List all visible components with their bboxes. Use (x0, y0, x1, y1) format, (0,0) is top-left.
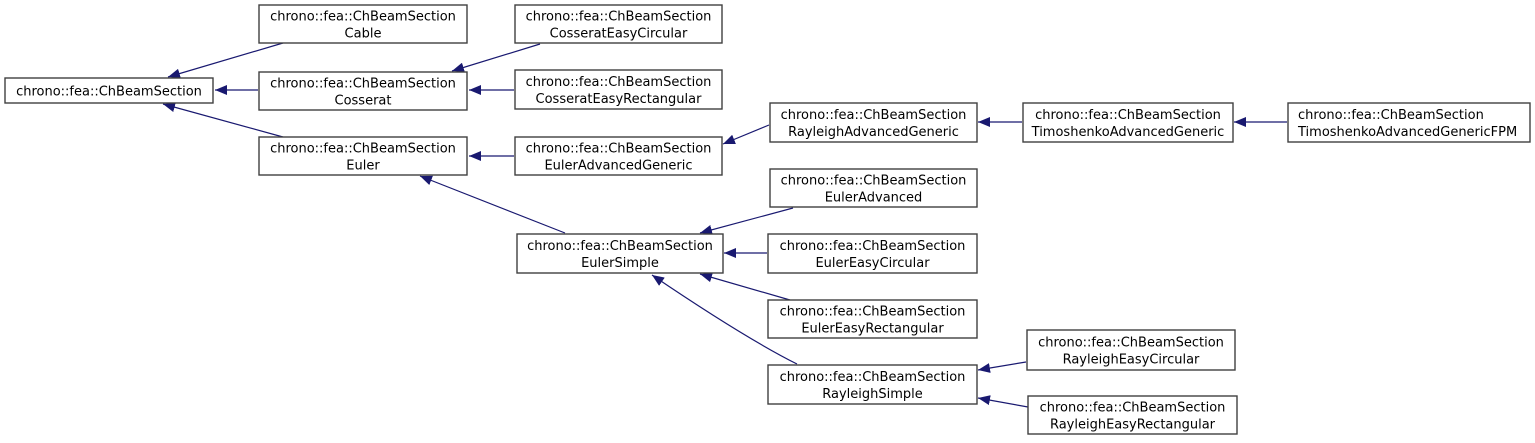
class-node-box (4, 77, 214, 104)
class-node-box (767, 233, 978, 274)
inheritance-edge-rayleigh-easy-circular-to-rayleigh-simple (977, 361, 1027, 373)
class-node-box (1287, 102, 1531, 143)
class-node-label-line: CosseratEasyRectangular (536, 92, 703, 107)
class-node-timoshenko-advanced-generic[interactable]: chrono::fea::ChBeamSectionTimoshenkoAdva… (1022, 102, 1234, 143)
inheritance-edge-euler-easy-rectangular-to-euler-simple (699, 272, 791, 301)
class-node-label-line: RayleighEasyCircular (1063, 353, 1200, 368)
class-node-box (769, 102, 978, 143)
class-node-euler-advanced-generic[interactable]: chrono::fea::ChBeamSectionEulerAdvancedG… (514, 136, 723, 176)
class-node-box (258, 4, 468, 44)
class-node-label-line: chrono::fea::ChBeamSection (270, 77, 456, 92)
class-node-timoshenko-advanced-generic-fpm[interactable]: chrono::fea::ChBeamSectionTimoshenkoAdva… (1287, 102, 1531, 143)
class-node-label-line: EulerSimple (581, 256, 659, 271)
class-node-label-line: chrono::fea::ChBeamSection (526, 10, 712, 25)
inheritance-edge-euler-to-ch-beam-section (162, 102, 284, 138)
class-node-label-line: CosseratEasyCircular (550, 27, 688, 42)
class-node-label-line: EulerEasyCircular (815, 256, 930, 271)
class-node-label-line: chrono::fea::ChBeamSection (1038, 336, 1224, 351)
inheritance-edge-rayleigh-easy-rectangular-to-rayleigh-simple (977, 395, 1029, 408)
class-node-box (514, 69, 723, 110)
class-node-label-line: EulerAdvanced (825, 191, 923, 206)
class-node-ch-beam-section[interactable]: chrono::fea::ChBeamSection (4, 77, 214, 104)
class-node-box (1022, 102, 1234, 143)
class-node-box (516, 233, 724, 274)
class-node-label-line: chrono::fea::ChBeamSection (526, 142, 712, 157)
class-node-label-line: chrono::fea::ChBeamSection (527, 239, 713, 254)
class-node-box (1026, 329, 1236, 371)
class-node-rayleigh-easy-circular[interactable]: chrono::fea::ChBeamSectionRayleighEasyCi… (1026, 329, 1236, 371)
class-node-label-line: RayleighEasyRectangular (1050, 418, 1216, 433)
inheritance-edge-rayleigh-advanced-generic-to-euler-advanced-generic (722, 124, 770, 145)
class-node-label-line: chrono::fea::ChBeamSection (1035, 108, 1221, 123)
class-node-euler-easy-circular[interactable]: chrono::fea::ChBeamSectionEulerEasyCircu… (767, 233, 978, 274)
class-node-label-line: chrono::fea::ChBeamSection (781, 174, 967, 189)
inheritance-edge-cable-to-ch-beam-section (167, 42, 284, 79)
class-node-euler-easy-rectangular[interactable]: chrono::fea::ChBeamSectionEulerEasyRecta… (767, 299, 978, 339)
inheritance-edge-euler-advanced-to-euler-simple (699, 207, 794, 235)
class-node-label-line: chrono::fea::ChBeamSection (780, 239, 966, 254)
class-node-box (769, 168, 978, 208)
class-node-label-line: EulerAdvancedGeneric (544, 159, 692, 174)
class-node-label-line: chrono::fea::ChBeamSection (780, 305, 966, 320)
class-node-box (514, 136, 723, 176)
class-node-box (514, 4, 723, 44)
class-node-rayleigh-advanced-generic[interactable]: chrono::fea::ChBeamSectionRayleighAdvanc… (769, 102, 978, 143)
class-node-label-line: chrono::fea::ChBeamSection (1040, 401, 1226, 416)
class-node-label-line: TimoshenkoAdvancedGenericFPM (1297, 125, 1517, 140)
class-node-label-line: chrono::fea::ChBeamSection (780, 370, 966, 385)
class-node-label-line: chrono::fea::ChBeamSection (1298, 108, 1484, 123)
class-node-box (258, 71, 468, 111)
class-node-label-line: RayleighSimple (822, 387, 923, 402)
class-node-box (767, 299, 978, 339)
class-node-label-line: chrono::fea::ChBeamSection (781, 108, 967, 123)
class-node-label-line: RayleighAdvancedGeneric (788, 125, 959, 140)
class-node-label-line: Cable (345, 27, 382, 42)
class-node-label-line: chrono::fea::ChBeamSection (526, 75, 712, 90)
class-node-rayleigh-easy-rectangular[interactable]: chrono::fea::ChBeamSectionRayleighEasyRe… (1027, 395, 1238, 435)
class-node-label-line: TimoshenkoAdvancedGeneric (1031, 125, 1225, 140)
class-node-label-line: chrono::fea::ChBeamSection (270, 10, 456, 25)
inheritance-edge-rayleigh-simple-to-euler-simple (651, 274, 798, 365)
class-node-label-line: Cosserat (335, 94, 392, 109)
class-node-cosserat-easy-rectangular[interactable]: chrono::fea::ChBeamSectionCosseratEasyRe… (514, 69, 723, 110)
class-node-label-line: chrono::fea::ChBeamSection (270, 142, 456, 157)
class-node-box (258, 136, 468, 176)
inheritance-edge-euler-simple-to-euler (419, 175, 566, 234)
class-node-cosserat-easy-circular[interactable]: chrono::fea::ChBeamSectionCosseratEasyCi… (514, 4, 723, 44)
class-node-label-line: Euler (346, 159, 380, 174)
class-node-box (767, 364, 978, 405)
class-node-box (1027, 395, 1238, 435)
inheritance-edge-cosserat-easy-circular-to-cosserat (451, 43, 541, 73)
class-node-label-line: chrono::fea::ChBeamSection (16, 85, 202, 100)
class-node-label-line: EulerEasyRectangular (801, 322, 944, 337)
